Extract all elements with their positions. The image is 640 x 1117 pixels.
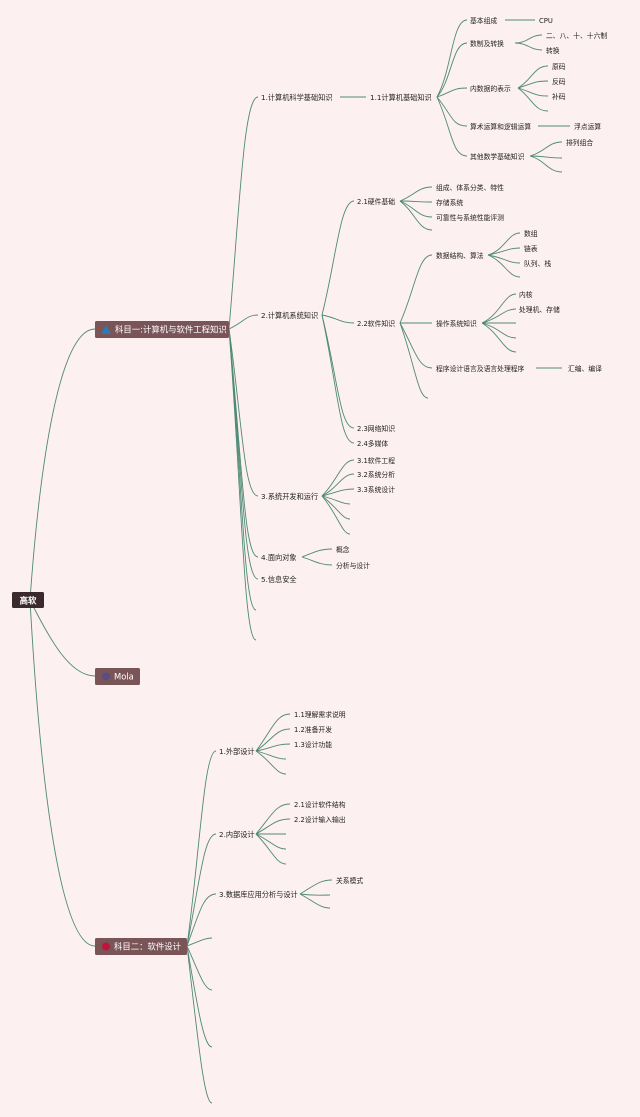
leaf-reliability[interactable]: 可靠性与系统性能评测 (436, 213, 504, 222)
topic-data-representation[interactable]: 内数据的表示 (470, 84, 511, 93)
topic-arith-logic[interactable]: 算术运算和逻辑运算 (470, 122, 531, 131)
leaf-software-engineering[interactable]: 3.1软件工程 (357, 456, 395, 465)
branch-internal-design[interactable]: 2.内部设计 (219, 830, 255, 839)
branch-system-dev[interactable]: 3.系统开发和运行 (261, 492, 318, 501)
subject-2-label: 科目二：软件设计 (114, 942, 182, 952)
branch-object-oriented[interactable]: 4.面向对象 (261, 553, 297, 562)
red-circle-icon (102, 942, 110, 951)
topic-network[interactable]: 2.3网络知识 (357, 424, 395, 433)
topic-os[interactable]: 操作系统知识 (436, 319, 477, 328)
blue-triangle-icon (101, 325, 111, 334)
leaf-array[interactable]: 数组 (524, 229, 538, 238)
branch-system-knowledge[interactable]: 2.计算机系统知识 (261, 311, 318, 320)
leaf-design-functions[interactable]: 1.3设计功能 (294, 740, 332, 749)
topic-programming-languages[interactable]: 程序设计语言及语言处理程序 (436, 364, 525, 373)
leaf-permutation[interactable]: 排列组合 (566, 138, 593, 147)
topic-computer-basics[interactable]: 1.1计算机基础知识 (370, 93, 432, 102)
edges (29, 19, 570, 1104)
leaf-bases[interactable]: 二、八、十、十六制 (546, 31, 607, 40)
leaf-cpu[interactable]: CPU (539, 17, 553, 25)
leaf-prepare-development[interactable]: 1.2准备开发 (294, 725, 332, 734)
leaf-conversion[interactable]: 转换 (546, 46, 560, 55)
leaf-hw-composition[interactable]: 组成、体系分类、特性 (436, 183, 504, 192)
topic-software[interactable]: 2.2软件知识 (357, 319, 395, 328)
subject-mola-node[interactable]: Mola (95, 668, 140, 685)
leaf-queue-stack[interactable]: 队列、栈 (524, 259, 551, 268)
topic-basic-composition[interactable]: 基本组成 (470, 16, 497, 25)
leaf-system-design[interactable]: 3.3系统设计 (357, 485, 395, 494)
branch-info-security[interactable]: 5.信息安全 (261, 575, 297, 584)
root-node[interactable]: 高软 (12, 592, 44, 608)
leaf-assembly-compile[interactable]: 汇编、编译 (568, 364, 602, 373)
subject-1-branches: 1.计算机科学基础知识 1.1计算机基础知识 基本组成 CPU 数制及转换 二、… (261, 16, 607, 584)
subject-2-branches: 1.外部设计 1.1理解需求说明 1.2准备开发 1.3设计功能 2.内部设计 … (219, 710, 363, 899)
branch-cs-basics[interactable]: 1.计算机科学基础知识 (261, 93, 333, 102)
leaf-sign-magnitude[interactable]: 原码 (552, 63, 566, 71)
leaf-relational-schema[interactable]: 关系模式 (336, 876, 363, 885)
leaf-concepts[interactable]: 概念 (336, 545, 350, 554)
subject-2-node[interactable]: 科目二：软件设计 (95, 938, 187, 955)
root-label: 高软 (20, 596, 37, 606)
leaf-analysis-design[interactable]: 分析与设计 (336, 561, 370, 570)
leaf-storage[interactable]: 存储系统 (436, 198, 463, 207)
branch-database-design[interactable]: 3.数据库应用分析与设计 (219, 890, 298, 899)
leaf-floating-point[interactable]: 浮点运算 (574, 122, 601, 131)
leaf-ones-complement[interactable]: 反码 (552, 77, 566, 86)
subject-mola-label: Mola (114, 672, 134, 682)
leaf-software-structure[interactable]: 2.1设计软件结构 (294, 800, 346, 809)
topic-hardware[interactable]: 2.1硬件基础 (357, 197, 395, 206)
leaf-linked-list[interactable]: 链表 (524, 244, 538, 253)
topic-multimedia[interactable]: 2.4多媒体 (357, 439, 388, 448)
leaf-processor-storage[interactable]: 处理机、存储 (519, 305, 560, 314)
subject-1-label: 科目一:计算机与软件工程知识 (115, 325, 227, 335)
branch-external-design[interactable]: 1.外部设计 (219, 747, 255, 756)
subject-1-node[interactable]: 科目一:计算机与软件工程知识 (95, 321, 229, 338)
topic-data-structures[interactable]: 数据结构、算法 (436, 251, 484, 260)
leaf-system-analysis[interactable]: 3.2系统分析 (357, 470, 395, 479)
topic-other-math[interactable]: 其他数学基础知识 (470, 152, 525, 161)
leaf-io-design[interactable]: 2.2设计输入输出 (294, 815, 346, 824)
leaf-kernel[interactable]: 内核 (519, 290, 533, 299)
leaf-twos-complement[interactable]: 补码 (552, 92, 566, 101)
leaf-understand-requirements[interactable]: 1.1理解需求说明 (294, 710, 346, 719)
circle-icon (102, 672, 110, 681)
topic-number-systems[interactable]: 数制及转换 (470, 39, 504, 48)
